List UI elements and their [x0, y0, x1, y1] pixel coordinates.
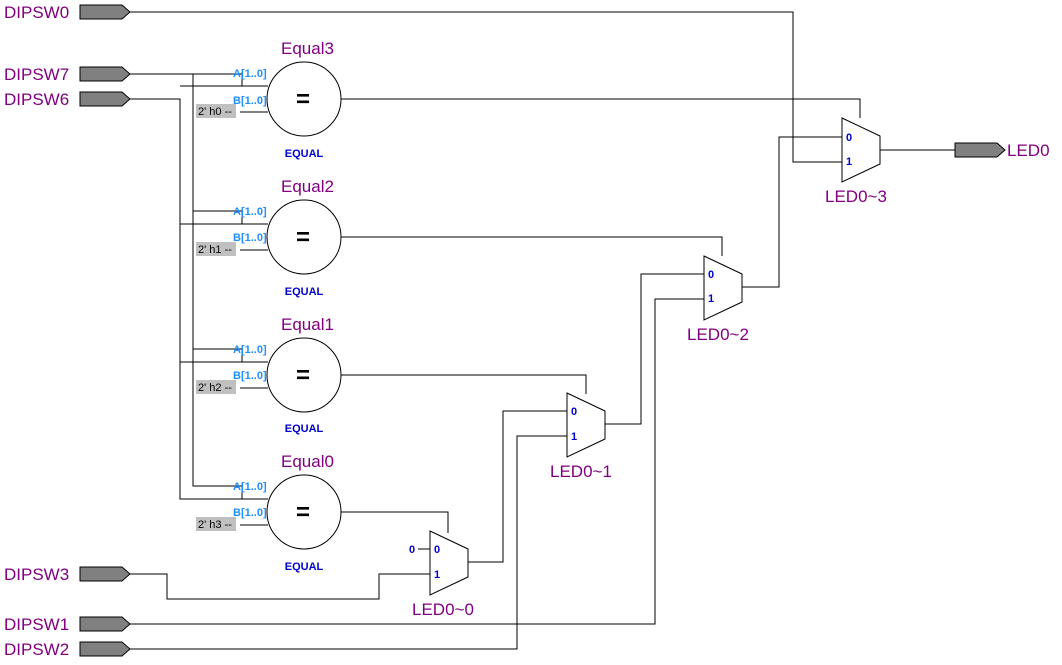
comparator-body — [266, 337, 342, 413]
input-port-icon — [79, 4, 131, 20]
comparator-type: EQUAL — [285, 423, 324, 435]
input-dipsw3-label: DIPSW3 — [4, 565, 69, 584]
pin-b-label: B[1..0] — [233, 232, 267, 244]
constant-box — [196, 104, 236, 118]
wire-equal2-out — [341, 236, 723, 256]
comparator-name: Equal0 — [281, 452, 334, 471]
wire-equal3-out — [341, 98, 861, 118]
wire-dipsw6 — [130, 85, 242, 500]
comparator-body — [266, 199, 342, 275]
input-dipsw0: DIPSW0 — [4, 3, 131, 22]
input-dipsw6-label: DIPSW6 — [4, 90, 69, 109]
pin-a-label: A[1..0] — [233, 206, 267, 218]
mux-in0-label: 0 — [846, 132, 852, 144]
mux-in0-label: 0 — [571, 406, 577, 418]
constant-box — [196, 242, 236, 256]
pin-a-label: A[1..0] — [233, 481, 267, 493]
mux-in1-label: 1 — [571, 431, 577, 443]
constant-box — [196, 517, 236, 531]
mux-body — [841, 117, 881, 183]
constant-label: 2' h3 -- — [198, 519, 232, 531]
mux-body — [566, 392, 606, 458]
input-port-icon — [79, 91, 131, 107]
mux-const-input-label: 0 — [409, 544, 415, 556]
output-led0-label: LED0 — [1007, 141, 1050, 160]
wire-equal0-out — [341, 511, 449, 533]
wire-led0-0-out — [468, 410, 567, 563]
wire-dipsw2 — [130, 435, 567, 650]
wire-dipsw7 — [130, 73, 242, 487]
mux-in0-label: 0 — [434, 544, 440, 556]
comparator-equal2: Equal2 A[1..0] B[1..0] 2' h1 -- = EQUAL — [196, 177, 342, 298]
mux-led0-3: 0 1 LED0~3 — [825, 117, 887, 206]
wire-led0-2-out — [742, 136, 842, 288]
pin-b-label: B[1..0] — [233, 507, 267, 519]
comparator-type: EQUAL — [285, 561, 324, 573]
mux-led0-2: 0 1 LED0~2 — [687, 255, 749, 344]
pin-b-label: B[1..0] — [233, 370, 267, 382]
mux-body — [703, 255, 743, 321]
constant-label: 2' h2 -- — [198, 382, 232, 394]
comparator-equal1: Equal1 A[1..0] B[1..0] 2' h2 -- = EQUAL — [196, 315, 342, 435]
pin-a-label: A[1..0] — [233, 344, 267, 356]
comparator-type: EQUAL — [285, 148, 324, 160]
wires — [130, 11, 955, 650]
input-dipsw6: DIPSW6 — [4, 90, 131, 109]
input-dipsw2-label: DIPSW2 — [4, 640, 69, 659]
mux-name: LED0~2 — [687, 325, 749, 344]
output-port-icon — [954, 142, 1006, 158]
equals-sign-icon: = — [296, 86, 310, 113]
input-dipsw2: DIPSW2 — [4, 640, 131, 659]
mux-in1-label: 1 — [708, 293, 714, 305]
mux-name: LED0~0 — [412, 600, 474, 619]
wire-comparator-stubs — [240, 72, 268, 526]
wire-equal1-out — [341, 374, 587, 394]
comparator-body — [266, 61, 342, 137]
wire-dipsw0 — [130, 11, 842, 163]
input-port-icon — [79, 641, 131, 657]
input-dipsw0-label: DIPSW0 — [4, 3, 69, 22]
pin-a-label: A[1..0] — [233, 68, 267, 80]
wire-led0-1-out — [605, 273, 704, 425]
mux-in1-label: 1 — [846, 156, 852, 168]
input-port-icon — [79, 616, 131, 632]
wire-dipsw1 — [130, 298, 704, 625]
comparator-equal3: Equal3 A[1..0] B[1..0] 2' h0 -- = EQUAL — [196, 39, 342, 160]
wire-dipsw3 — [130, 573, 430, 600]
constant-box — [196, 380, 236, 394]
input-dipsw3: DIPSW3 — [4, 565, 131, 584]
constant-label: 2' h1 -- — [198, 244, 232, 256]
equals-sign-icon: = — [296, 224, 310, 251]
input-dipsw1: DIPSW1 — [4, 615, 131, 634]
mux-name: LED0~3 — [825, 187, 887, 206]
constant-label: 2' h0 -- — [198, 106, 232, 118]
equals-sign-icon: = — [296, 362, 310, 389]
input-port-icon — [79, 566, 131, 582]
comparator-name: Equal1 — [281, 315, 334, 334]
input-port-icon — [79, 66, 131, 82]
equals-sign-icon: = — [296, 499, 310, 526]
mux-led0-1: 0 1 LED0~1 — [550, 392, 612, 481]
comparator-body — [266, 474, 342, 550]
mux-in0-label: 0 — [708, 269, 714, 281]
comparator-name: Equal3 — [281, 39, 334, 58]
input-dipsw1-label: DIPSW1 — [4, 615, 69, 634]
pin-b-label: B[1..0] — [233, 95, 267, 107]
comparator-type: EQUAL — [285, 286, 324, 298]
comparator-equal0: Equal0 A[1..0] B[1..0] 2' h3 -- = EQUAL — [196, 452, 342, 573]
output-led0: LED0 — [954, 141, 1050, 160]
mux-name: LED0~1 — [550, 462, 612, 481]
mux-in1-label: 1 — [434, 569, 440, 581]
input-dipsw7: DIPSW7 — [4, 65, 131, 84]
mux-body — [429, 530, 469, 596]
input-dipsw7-label: DIPSW7 — [4, 65, 69, 84]
mux-led0-0: 0 0 1 LED0~0 — [409, 530, 474, 619]
comparator-name: Equal2 — [281, 177, 334, 196]
